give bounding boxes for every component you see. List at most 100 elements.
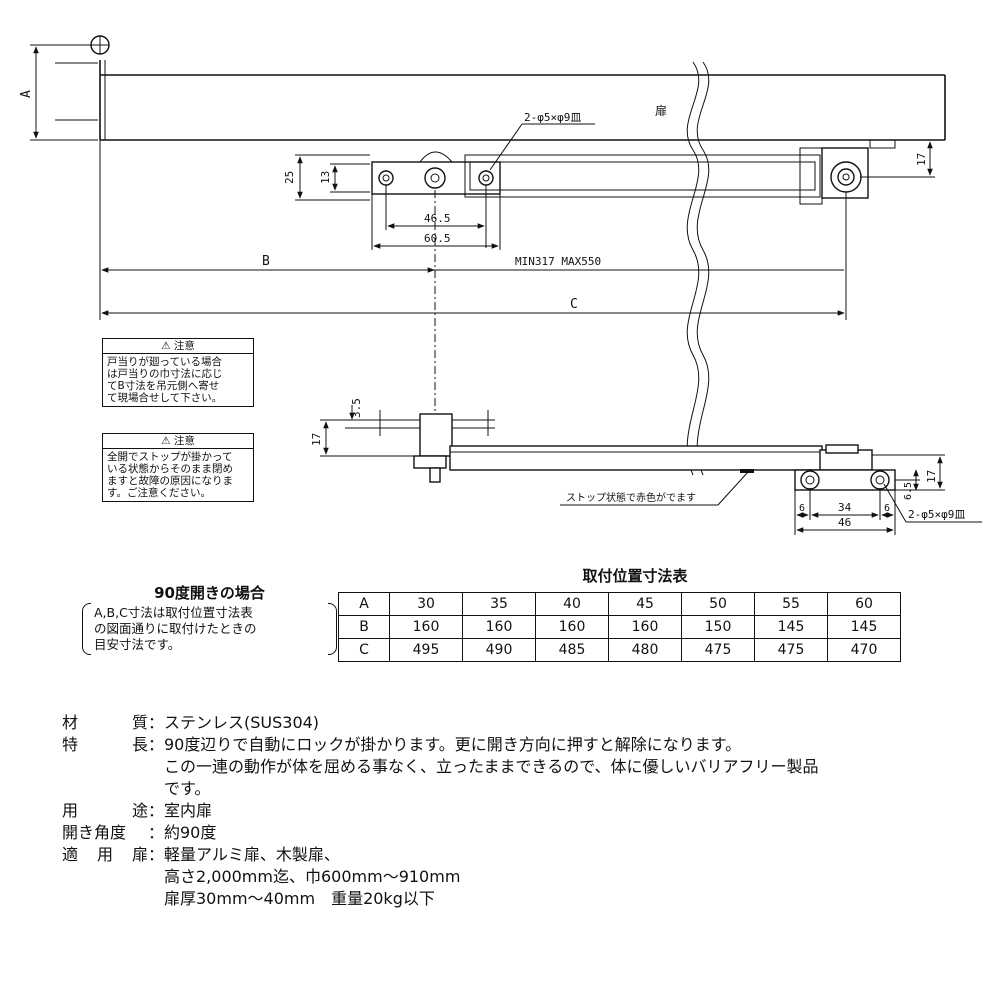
spec-opening-angle: 開き角度 ： 約90度 [62, 822, 819, 844]
red-stop-indicator [740, 469, 754, 473]
spec-value: です。 [164, 779, 211, 798]
row-header: C [338, 638, 390, 662]
table-cell: 480 [608, 638, 682, 662]
dimension-c: C [101, 297, 845, 316]
hinge-pin [90, 35, 110, 55]
spec-label-char: 質 [131, 713, 148, 732]
table-cell: 30 [389, 592, 463, 616]
stop-note: ストップ状態で赤色がでます [566, 491, 696, 504]
dim-25: 25 [283, 171, 296, 184]
dimension-17-6-5-right: 17 6.5 [872, 454, 945, 500]
spec-usage: 用途 ： 室内扉 [62, 800, 819, 822]
table-cell: 475 [681, 638, 755, 662]
spec-label: 用途 [62, 800, 148, 822]
ninety-degree-line: A,B,C寸法は取付位置寸法表 [94, 605, 253, 620]
table-cell: 35 [462, 592, 536, 616]
caution-line: ますと故障の原因になりま [107, 475, 233, 487]
spec-separator: ： [148, 713, 165, 732]
door-label: 扉 [655, 104, 667, 118]
door-stopper-technical-drawing: 扉 A 2-φ5×φ9皿 25 1 [19, 35, 982, 535]
dim-a-label: A [19, 90, 34, 98]
dimension-25-13: 25 13 [283, 154, 370, 201]
table-cell: 150 [681, 615, 755, 639]
spec-label: 特長 [62, 734, 148, 800]
caution-header: ⚠ 注意 [103, 339, 253, 354]
dim-46-5: 46.5 [424, 212, 451, 225]
hole-spec-bottom: 2-φ5×φ9皿 [908, 508, 965, 521]
table-cell: 45 [608, 592, 682, 616]
dim-17-left: 17 [310, 433, 323, 446]
spec-label-char: 用 [96, 845, 113, 864]
spec-applicable-door: 適用扉 ： 軽量アルミ扉、木製扉、 高さ2,000mm迄、巾600mm〜910m… [62, 844, 819, 910]
table-cell: 50 [681, 592, 755, 616]
spec-label: 材質 [62, 712, 148, 734]
dimension-17-top: 17 [860, 139, 935, 178]
ninety-degree-line: 目安寸法です。 [94, 637, 181, 652]
table-cell: 145 [754, 615, 828, 639]
row-header: B [338, 615, 390, 639]
hole-spec-top: 2-φ5×φ9皿 [524, 111, 581, 124]
caution-line: 全開でストップが掛かって [107, 451, 233, 463]
table-cell: 475 [754, 638, 828, 662]
table-cell: 160 [389, 615, 463, 639]
spec-value: 90度辺りで自動にロックが掛かります。更に開き方向に押すと解除になります。 [164, 735, 742, 754]
caution-line: 戸当りが廻っている場合 [107, 356, 222, 368]
dim-3-5: 3.5 [350, 398, 363, 418]
spec-separator: ： [148, 845, 165, 864]
spec-value: 約90度 [164, 823, 217, 842]
table-cell: 470 [827, 638, 901, 662]
dim-34: 34 [838, 501, 852, 514]
caution-header: ⚠ 注意 [103, 434, 253, 449]
caution-line: いる状態からそのまま閉め [107, 463, 233, 475]
break-line-top [686, 61, 700, 476]
spec-label-char: 適 [62, 845, 79, 864]
row-header: A [338, 592, 390, 616]
dim-46: 46 [838, 516, 851, 529]
dim-6-5: 6.5 [903, 482, 914, 500]
table-cell: 60 [827, 592, 901, 616]
stopper-arm-bottom [449, 444, 896, 491]
spec-value: 室内扉 [164, 801, 213, 820]
spec-label: 適用扉 [62, 844, 148, 910]
catch-block-bottom [372, 410, 495, 483]
table-cell: 490 [462, 638, 536, 662]
spec-value: 軽量アルミ扉、木製扉、 [164, 845, 340, 864]
dimension-b: B MIN317 MAX550 [99, 140, 847, 320]
product-specs: 材質 ： ステンレス(SUS304) 特長 ： 90度辺りで自動にロックが掛かり… [62, 712, 819, 910]
table-row: B 160 160 160 160 150 145 145 [338, 615, 901, 639]
caution-line: て現場合せして下さい。 [107, 392, 223, 404]
spec-material: 材質 ： ステンレス(SUS304) [62, 712, 819, 734]
spec-label-char: 扉 [131, 845, 148, 864]
dim-17-right: 17 [925, 470, 938, 483]
dimension-a: A [19, 44, 98, 141]
dim-b-label: B [262, 254, 270, 269]
spec-value: ステンレス(SUS304) [164, 713, 320, 732]
caution-note-door-stop: ⚠ 注意 戸当りが廻っている場合 は戸当りの巾寸法に応じ てB寸法を吊元側へ寄せ… [102, 338, 254, 407]
table-cell: 160 [535, 615, 609, 639]
spec-label-char: 特 [62, 735, 79, 754]
spec-label-char: 途 [131, 801, 148, 820]
door-panel [99, 60, 946, 141]
table-cell: 485 [535, 638, 609, 662]
dim-60-5: 60.5 [424, 232, 451, 245]
caution-note-full-open: ⚠ 注意 全開でストップが掛かって いる状態からそのまま閉め ますと故障の原因に… [102, 433, 254, 502]
ninety-degree-note: 90度開きの場合 A,B,C寸法は取付位置寸法表 の図面通りに取付けたときの 目… [82, 582, 337, 655]
caution-line: は戸当りの巾寸法に応じ [107, 368, 223, 380]
spec-separator: ： [148, 735, 165, 754]
table-row: C 495 490 485 480 475 475 470 [338, 638, 901, 662]
mounting-dimension-table: A 30 35 40 45 50 55 60 B 160 160 160 160… [338, 592, 901, 662]
table-cell: 40 [535, 592, 609, 616]
break-line-top-2 [696, 61, 710, 476]
table-cell: 160 [462, 615, 536, 639]
table-cell: 160 [608, 615, 682, 639]
spec-separator: ： [148, 801, 165, 820]
dimension-bottom-widths: 6 34 6 46 [794, 488, 896, 535]
table-cell: 145 [827, 615, 901, 639]
caution-line: てB寸法を吊元側へ寄せ [107, 380, 220, 392]
table-row: A 30 35 40 45 50 55 60 [338, 592, 901, 616]
spec-label-char: 用 [62, 801, 79, 820]
dimension-3-5-17-left: 3.5 17 [310, 398, 414, 457]
stopper-arm-top [464, 139, 896, 205]
dim-6-right: 6 [884, 503, 890, 514]
mounting-plate-top [371, 151, 501, 195]
